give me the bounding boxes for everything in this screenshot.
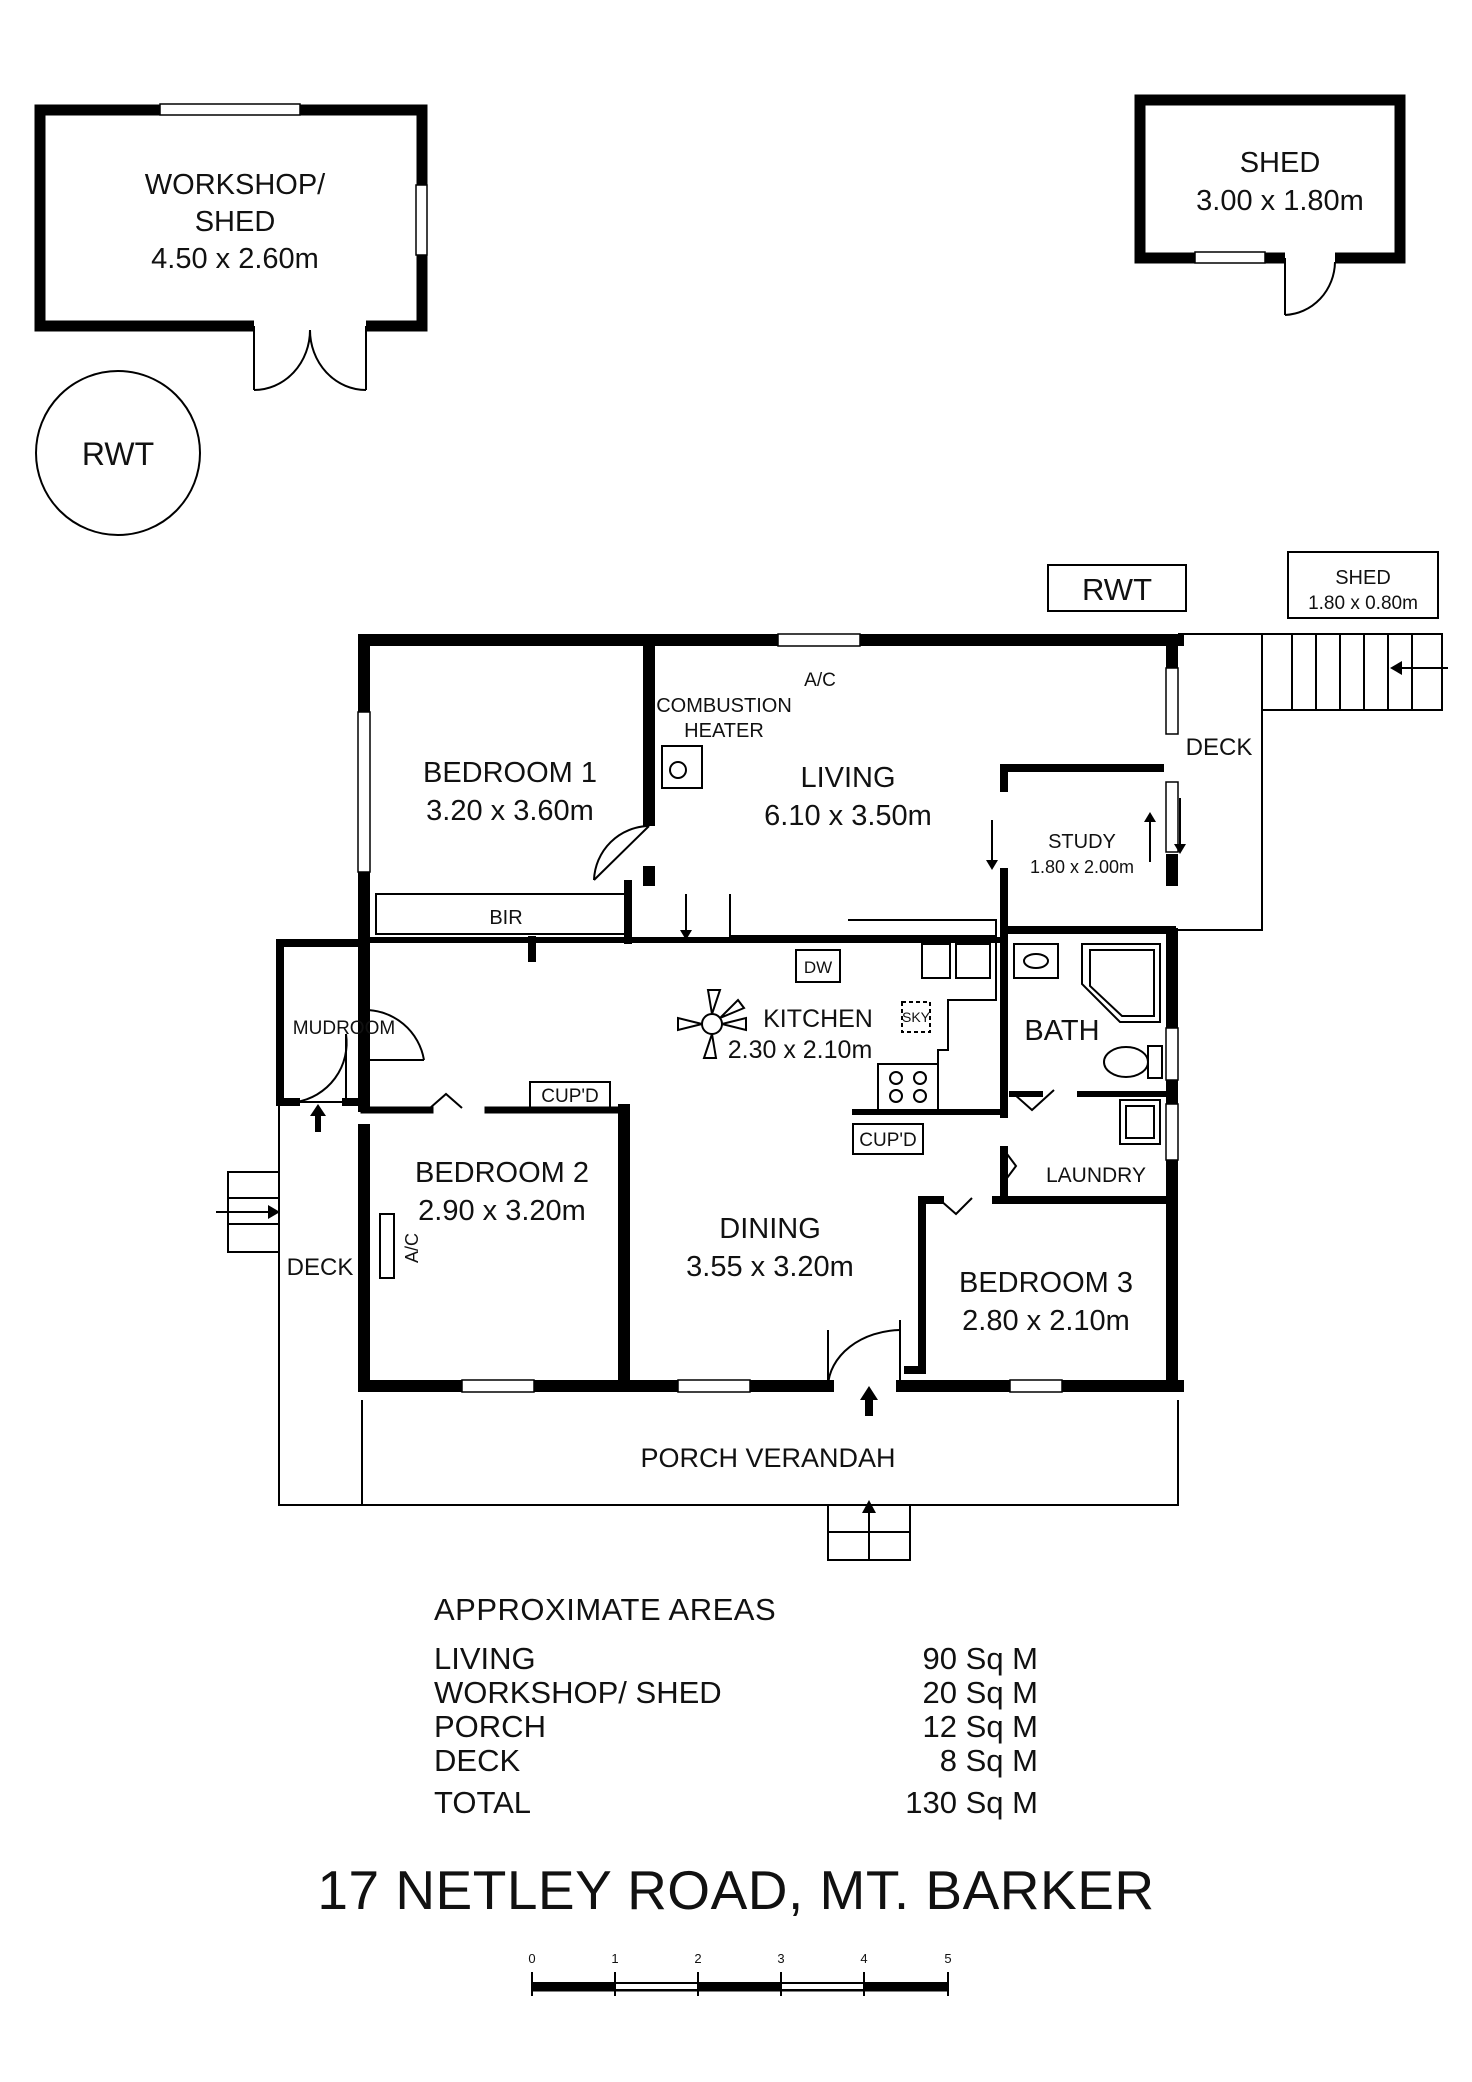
bedroom1-name: BEDROOM 1 (423, 757, 597, 789)
area-total-label: TOTAL (434, 1785, 532, 1820)
shed-small-size: 1.80 x 0.80m (1308, 593, 1418, 614)
ac-unit-bed2 (379, 1213, 395, 1279)
scale-bar: 0 1 2 3 4 5 (528, 1951, 952, 1996)
area-row-value: 90 Sq M (922, 1641, 1038, 1676)
bir-label: BIR (489, 907, 522, 929)
area-row-label: WORKSHOP/ SHED (434, 1675, 722, 1710)
mudroom-name: MUDROOM (293, 1018, 395, 1039)
scale-tick-4: 4 (860, 1951, 867, 1966)
bedroom2-name: BEDROOM 2 (415, 1157, 589, 1189)
shed-small-name: SHED (1335, 567, 1391, 589)
cupboard-bed2 (529, 1081, 611, 1109)
doors (295, 798, 1186, 1416)
area-row: PORCH 12 Sq M (434, 1710, 1038, 1744)
heater-label-2: HEATER (684, 720, 764, 742)
bath-fixtures (1013, 943, 1163, 1145)
dining-name: DINING (719, 1213, 821, 1245)
heater-label-1: COMBUSTION (656, 695, 792, 717)
areas-title: APPROXIMATE AREAS (434, 1592, 777, 1627)
area-row-value: 12 Sq M (922, 1709, 1038, 1744)
laundry-name: LAUNDRY (1046, 1164, 1146, 1187)
area-row-label: PORCH (434, 1709, 546, 1744)
deck-left-porch: DECK PORCH VERANDAH (216, 940, 1179, 1561)
scale-tick-2: 2 (694, 1951, 701, 1966)
bedroom1-size: 3.20 x 3.60m (426, 795, 594, 827)
rainwater-tank-round: RWT (35, 370, 201, 536)
kitchen-fixtures (677, 894, 997, 1112)
combustion-heater-icon (661, 745, 703, 789)
property-address: 17 NETLEY ROAD, MT. BARKER (317, 1859, 1155, 1921)
area-row-value: 20 Sq M (922, 1675, 1038, 1710)
area-row: LIVING 90 Sq M (434, 1642, 1038, 1676)
shed-name: SHED (1240, 147, 1321, 179)
room-labels: BEDROOM 1 3.20 x 3.60m LIVING 6.10 x 3.5… (293, 757, 1146, 1337)
rwt-box-label: RWT (1082, 572, 1152, 607)
shed-small: SHED 1.80 x 0.80m (1287, 551, 1439, 619)
study-name: STUDY (1048, 831, 1116, 853)
workshop-shed: WORKSHOP/ SHED 4.50 x 2.60m (34, 103, 428, 391)
rainwater-tank-box: RWT (1047, 564, 1187, 612)
approximate-areas: APPROXIMATE AREAS LIVING 90 Sq M WORKSHO… (434, 1592, 1038, 1820)
cupboard-kitchen (852, 1123, 924, 1155)
bedroom2-size: 2.90 x 3.20m (418, 1195, 586, 1227)
workshop-name: WORKSHOP/ (145, 169, 326, 201)
scale-tick-1: 1 (611, 1951, 618, 1966)
study-size: 1.80 x 2.00m (1030, 857, 1134, 877)
area-row: WORKSHOP/ SHED 20 Sq M (434, 1676, 1038, 1710)
dw-label: DW (804, 958, 832, 977)
area-total-row: TOTAL 130 Sq M (434, 1786, 1038, 1820)
living-name: LIVING (800, 762, 895, 794)
bath-name: BATH (1024, 1015, 1099, 1047)
scale-tick-5: 5 (944, 1951, 951, 1966)
area-row-value: 8 Sq M (939, 1743, 1038, 1778)
sky-label: SKY (902, 1009, 931, 1025)
bedroom3-name: BEDROOM 3 (959, 1267, 1133, 1299)
bedroom3-size: 2.80 x 2.10m (962, 1305, 1130, 1337)
cupd-kitchen-label: CUP'D (859, 1130, 916, 1151)
area-row-label: LIVING (434, 1641, 536, 1676)
deck-right-label: DECK (1186, 734, 1253, 761)
shed-top-right: SHED 3.00 x 1.80m (1134, 94, 1406, 316)
workshop-size: 4.50 x 2.60m (151, 243, 319, 275)
ac-living-label: A/C (804, 670, 836, 691)
deck-left-label: DECK (287, 1254, 354, 1281)
scale-tick-0: 0 (528, 1951, 535, 1966)
living-size: 6.10 x 3.50m (764, 800, 932, 832)
deck-right: DECK (1165, 633, 1448, 931)
workshop-name-2: SHED (195, 206, 276, 238)
rwt-round-label: RWT (82, 436, 154, 472)
shed-size: 3.00 x 1.80m (1196, 185, 1364, 217)
porch-label: PORCH VERANDAH (640, 1443, 895, 1473)
scale-tick-3: 3 (777, 1951, 784, 1966)
cupd-bed2-label: CUP'D (541, 1086, 598, 1107)
kitchen-name: KITCHEN (763, 1005, 873, 1033)
area-row-label: DECK (434, 1743, 521, 1778)
kitchen-size: 2.30 x 2.10m (728, 1036, 873, 1064)
windows (357, 633, 1179, 1393)
house-walls (276, 634, 1184, 1392)
area-total-value: 130 Sq M (905, 1785, 1038, 1820)
fixture-labels: A/C COMBUSTION HEATER BIR DW SKY CUP'D C… (402, 670, 931, 1263)
area-row: DECK 8 Sq M (434, 1744, 1038, 1778)
dining-size: 3.55 x 3.20m (686, 1251, 854, 1283)
ac-bed2-label: A/C (402, 1233, 422, 1263)
